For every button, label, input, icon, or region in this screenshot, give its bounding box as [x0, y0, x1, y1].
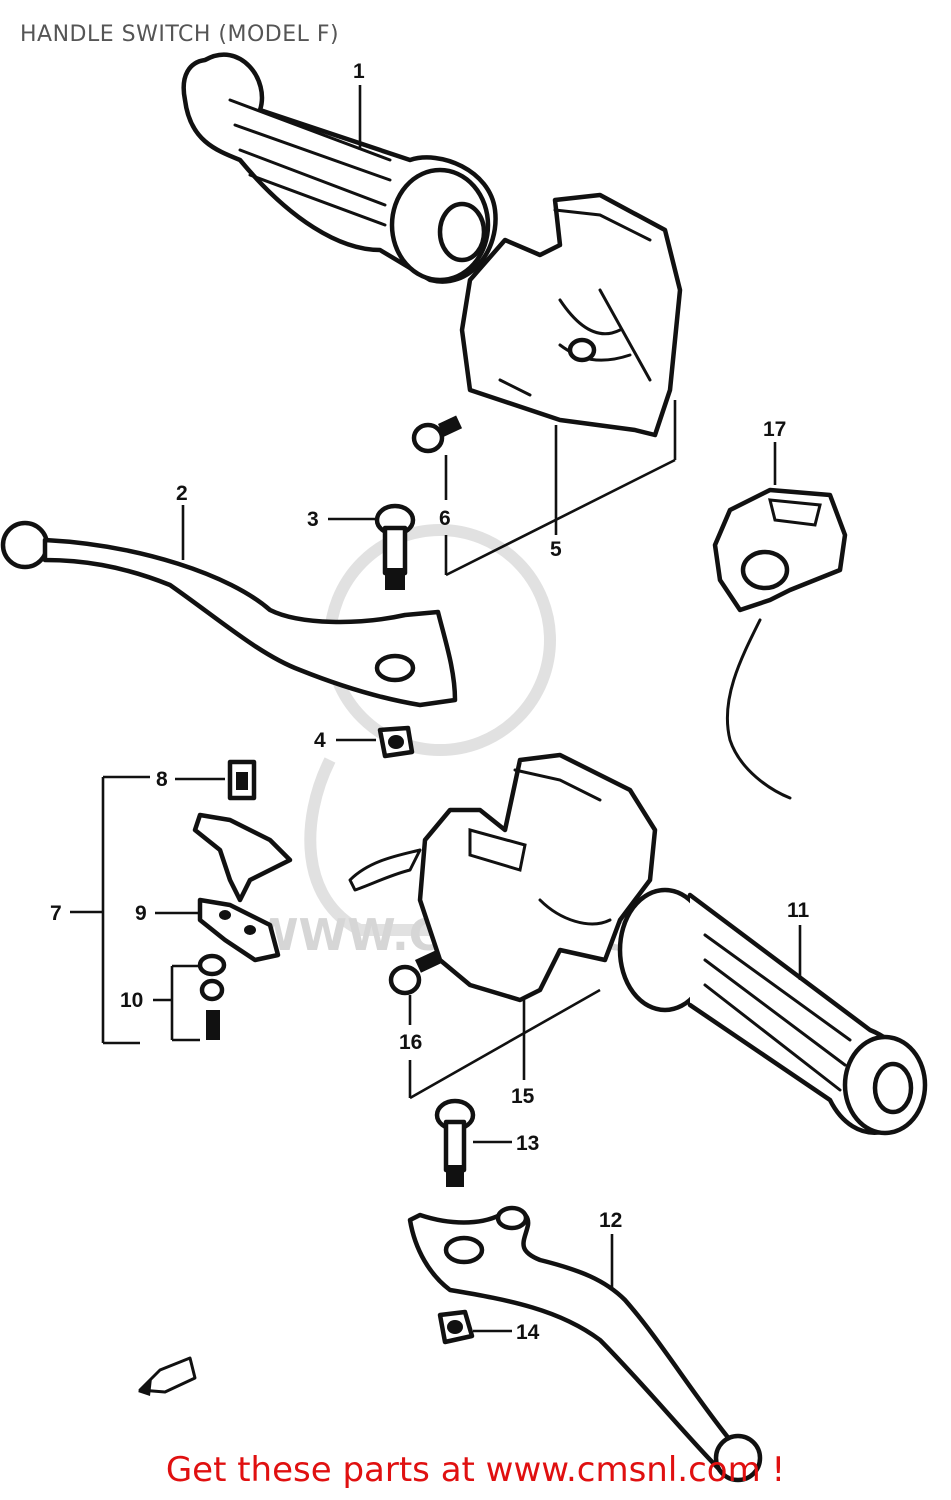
callout-7: 7	[50, 902, 62, 925]
callout-14: 14	[516, 1321, 540, 1344]
callout-8: 8	[156, 768, 168, 791]
callout-9: 9	[135, 902, 147, 925]
callout-3: 3	[307, 508, 319, 531]
callout-12: 12	[599, 1209, 622, 1232]
clutch-lever	[0, 520, 458, 708]
callout-5: 5	[550, 538, 562, 561]
nut-14	[437, 1309, 475, 1345]
right-switch-housing	[348, 752, 658, 1003]
forward-arrow-icon	[138, 1356, 197, 1396]
right-grip	[617, 887, 928, 1136]
bolt-13	[434, 1098, 476, 1187]
callout-13: 13	[516, 1132, 539, 1155]
left-switch-housing	[459, 192, 683, 438]
switch-17	[712, 487, 848, 800]
callout-1: 1	[353, 60, 365, 83]
nut-4	[377, 725, 415, 759]
bracket-9-upper	[192, 812, 293, 903]
callout-15: 15	[511, 1085, 535, 1108]
screw-16	[388, 949, 443, 996]
brake-lever	[407, 1205, 763, 1483]
callout-11: 11	[787, 899, 810, 922]
footer-link[interactable]: Get these parts at www.cmsnl.com !	[165, 1450, 786, 1490]
callout-10: 10	[120, 989, 143, 1012]
screw-6	[411, 415, 463, 454]
screw-set-10	[197, 953, 227, 1040]
page-title: HANDLE SWITCH (MODEL F)	[20, 22, 340, 47]
bracket-9	[197, 897, 281, 963]
screw-8	[227, 759, 257, 801]
leader-lines	[70, 85, 802, 1333]
callout-6: 6	[439, 507, 451, 530]
callout-4: 4	[314, 729, 326, 752]
left-grip	[181, 52, 498, 284]
callout-2: 2	[176, 482, 188, 505]
callout-17: 17	[763, 418, 786, 441]
callout-16: 16	[399, 1031, 422, 1054]
callout-labels: 1 2 3 4 5 6 7 8 9 10 11 12 13 14 15 16 1…	[50, 60, 810, 1344]
